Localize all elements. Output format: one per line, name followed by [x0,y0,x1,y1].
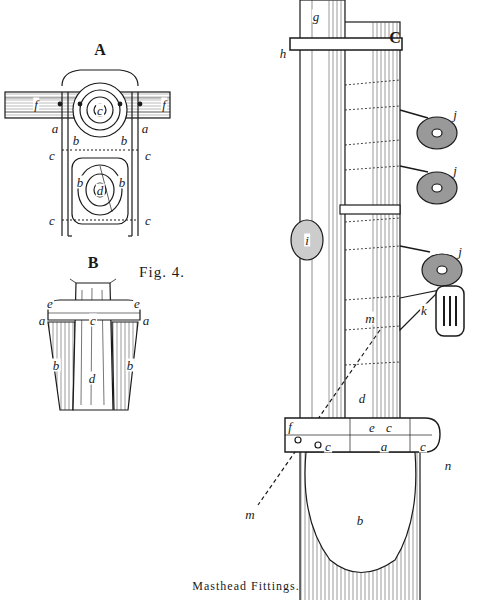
part-letter: c [96,104,104,117]
figure-caption: Masthead Fittings. [0,579,492,594]
part-letter: m [244,508,255,521]
part-letter: b [118,176,127,189]
part-letter: b [120,134,129,147]
cap-section-a [5,70,170,236]
part-letter: d [88,372,97,385]
part-letter: f [287,420,293,433]
part-letter: h [279,47,288,60]
part-letter: e [368,421,376,434]
part-letter: i [304,234,310,247]
part-letter: j [457,245,463,258]
part-letter: c [144,214,152,227]
figure-letter: C [388,30,402,46]
part-letter: e [133,297,141,310]
part-letter: c [419,440,427,453]
collar-section-b [48,279,140,410]
part-letter: a [38,314,47,327]
part-letter: f [33,98,39,111]
part-letter: d [358,392,367,405]
part-letter: e [46,297,54,310]
part-letter: b [356,514,365,527]
part-letter: c [89,314,97,327]
part-letter: c [385,421,393,434]
part-letter: f [161,98,167,111]
part-letter: b [52,359,61,372]
masthead-view-c [258,0,464,600]
part-letter: c [144,149,152,162]
part-letter: c [48,214,56,227]
part-letter: a [51,122,60,135]
figure-number: Fig. 4. [138,265,186,280]
part-letter: c [324,440,332,453]
part-letter: d [96,184,105,197]
figure-letter: A [93,42,107,58]
part-letter: a [141,122,150,135]
part-letter: m [364,312,375,325]
part-letter: c [48,149,56,162]
part-letter: n [444,459,453,472]
part-letter: j [452,108,458,121]
part-letter: b [72,134,81,147]
part-letter: a [380,440,389,453]
part-letter: b [76,176,85,189]
part-letter: a [142,314,151,327]
part-letter: g [312,10,321,23]
part-letter: k [420,304,428,317]
part-letter: j [452,164,458,177]
figure-letter: B [87,255,100,271]
part-letter: b [126,359,135,372]
